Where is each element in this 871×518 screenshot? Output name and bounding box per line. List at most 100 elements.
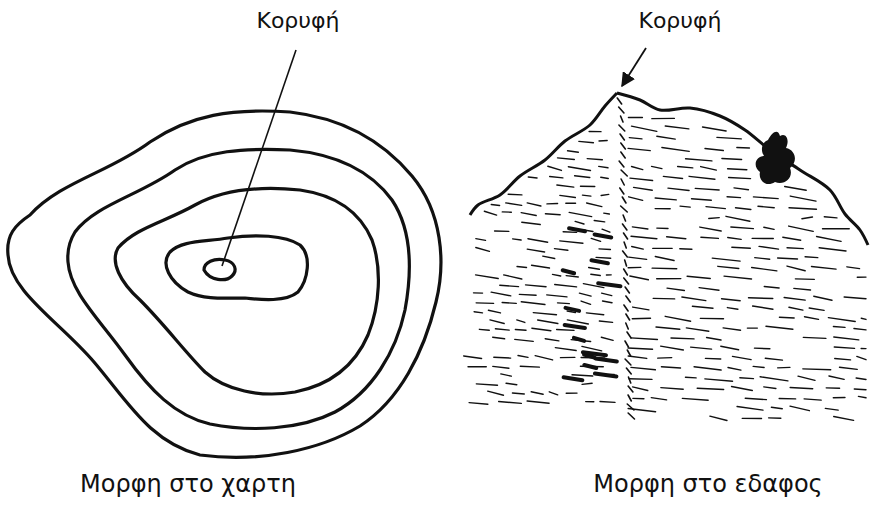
hatch-stroke — [569, 212, 592, 216]
hatch-stroke — [732, 356, 751, 359]
hatch-stroke — [833, 397, 845, 399]
hatch-stroke — [623, 215, 625, 221]
hatch-stroke — [630, 178, 653, 180]
hatch-stroke — [789, 307, 803, 310]
hatch-stroke — [771, 407, 782, 408]
hatch-stroke — [513, 239, 521, 240]
hatch-stroke — [583, 352, 606, 355]
hatch-stroke — [633, 387, 648, 391]
hatch-stroke — [630, 276, 648, 280]
hatch-stroke — [619, 161, 624, 167]
hatch-stroke — [555, 348, 576, 351]
hatch-stroke — [560, 357, 574, 359]
hatch-stroke — [491, 204, 499, 205]
hatch-stroke — [685, 376, 696, 378]
hatch-stroke — [603, 301, 612, 303]
hatch-stroke — [706, 207, 725, 209]
hatch-stroke — [628, 148, 650, 150]
hatch-stroke — [502, 302, 516, 304]
hatch-stroke — [732, 247, 750, 249]
hatch-stroke — [501, 374, 511, 376]
hatch-stroke — [826, 387, 839, 389]
hatch-stroke — [625, 359, 631, 365]
ridge-outline — [617, 93, 868, 245]
hatch-stroke — [694, 367, 721, 370]
hatch-stroke — [829, 376, 844, 379]
hatch-stroke — [752, 238, 773, 239]
hatch-stroke — [680, 248, 692, 250]
hatch-stroke — [755, 258, 770, 260]
hatch-stroke — [742, 418, 761, 420]
hatch-stroke — [621, 143, 626, 149]
hatch-stroke — [678, 166, 693, 167]
hatch-stroke — [691, 347, 712, 349]
hatch-stroke — [634, 187, 653, 190]
hatch-stroke — [557, 329, 574, 331]
hatch-stroke — [464, 356, 482, 359]
hatch-stroke — [628, 395, 631, 401]
hatch-stroke — [625, 341, 628, 347]
hatch-stroke — [549, 392, 557, 395]
hatch-stroke — [722, 299, 741, 301]
hatch-stroke — [515, 339, 533, 341]
hatch-stroke — [508, 194, 522, 196]
hatch-stroke — [550, 176, 563, 177]
hatch-stroke — [527, 249, 544, 252]
hatch-stroke — [721, 346, 739, 350]
hatch-stroke — [545, 214, 560, 215]
hatch-stroke — [575, 176, 590, 178]
hatch-stroke — [667, 237, 686, 239]
hatch-stroke — [601, 337, 613, 340]
hatch-stroke — [687, 276, 710, 278]
hatch-stroke — [538, 320, 558, 323]
hatch-stroke — [784, 297, 805, 300]
hatch-stroke — [834, 417, 854, 421]
hatch-stroke — [697, 388, 723, 389]
hatch-stroke — [468, 366, 486, 367]
hatch-stroke — [599, 166, 608, 167]
hatch-stroke — [624, 278, 629, 284]
hatch-stroke — [794, 288, 811, 290]
hatch-stroke — [764, 286, 779, 288]
hatch-stroke — [854, 328, 866, 329]
hatch-stroke — [521, 302, 545, 305]
hatch-stroke — [769, 417, 781, 419]
hatch-stroke — [579, 293, 591, 296]
hatch-stroke — [600, 401, 615, 403]
hatch-stroke — [560, 195, 576, 197]
hatch-stroke — [621, 152, 625, 158]
hatch-stroke — [861, 348, 866, 349]
hatch-stroke — [700, 227, 721, 231]
hatch-stroke — [591, 238, 600, 241]
hatch-stroke — [723, 328, 740, 330]
hatch-stroke — [587, 203, 602, 207]
hatch-stroke — [627, 332, 631, 338]
hatch-stroke — [632, 317, 650, 319]
hatch-stroke — [547, 295, 567, 297]
hatch-stroke — [519, 294, 536, 296]
hatch-stroke — [759, 246, 778, 249]
hatch-stroke — [580, 186, 594, 188]
hatch-stroke — [833, 326, 845, 328]
hatch-stroke — [731, 227, 754, 229]
hatch-stroke — [766, 326, 793, 329]
hatch-stroke — [476, 384, 497, 385]
hatch-stroke — [572, 375, 593, 376]
hatch-stroke — [547, 203, 558, 205]
hatch-stroke — [655, 208, 670, 210]
hatch-stroke — [557, 185, 574, 187]
hatch-stroke — [504, 275, 522, 279]
hatch-stroke — [476, 247, 490, 251]
hatch-stroke — [709, 217, 719, 219]
hatch-stroke — [621, 116, 623, 122]
hatch-stroke — [531, 392, 543, 395]
hatch-stroke — [589, 268, 600, 270]
hatch-stroke — [517, 266, 526, 267]
hatch-stroke — [805, 256, 818, 258]
hatch-stroke — [629, 197, 643, 201]
hatch-stroke — [527, 401, 549, 403]
hatch-stroke — [621, 170, 627, 176]
hatch-stroke — [695, 188, 719, 190]
hatch-stroke — [566, 202, 576, 203]
